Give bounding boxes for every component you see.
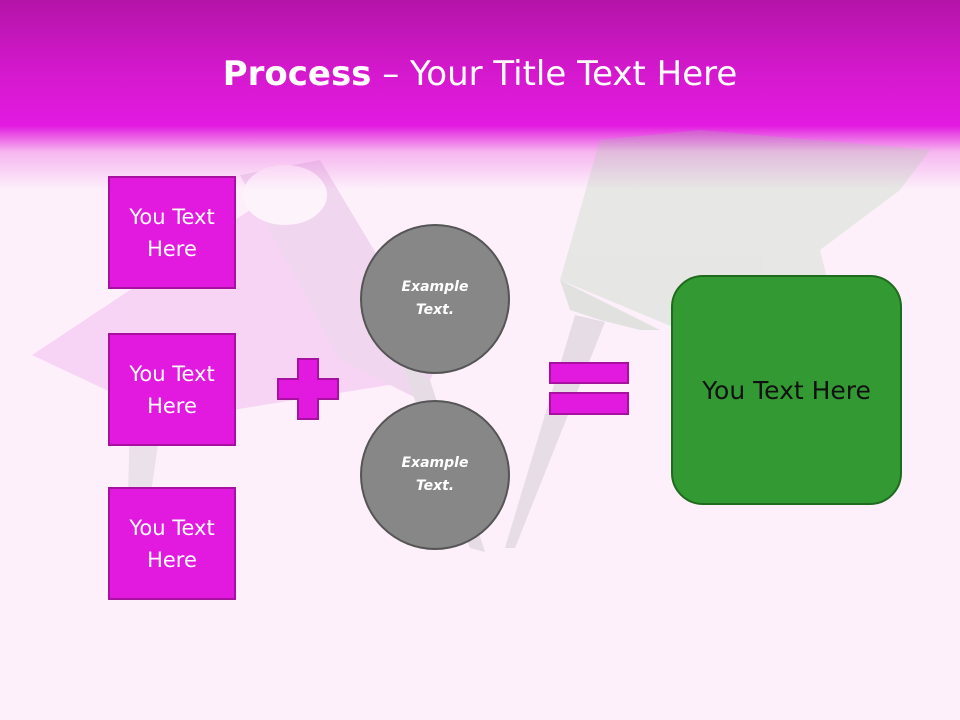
header-band (0, 0, 960, 190)
plus-icon (277, 358, 339, 420)
text-box-3-label: You Text Here (129, 515, 215, 572)
text-box-2[interactable]: You Text Here (108, 333, 236, 446)
page-title: Process – Your Title Text Here (0, 52, 960, 96)
example-circle-1[interactable]: Example Text. (360, 224, 510, 374)
example-circle-1-label: Example Text. (401, 279, 469, 318)
result-box-label: You Text Here (702, 375, 871, 405)
text-box-1[interactable]: You Text Here (108, 176, 236, 289)
text-box-1-label: You Text Here (129, 204, 215, 261)
text-box-3[interactable]: You Text Here (108, 487, 236, 600)
equals-icon (549, 362, 629, 415)
title-rest: – Your Title Text Here (371, 54, 738, 94)
result-box[interactable]: You Text Here (671, 275, 902, 505)
text-box-2-label: You Text Here (129, 361, 215, 418)
title-bold: Process (222, 54, 372, 94)
example-circle-2-label: Example Text. (401, 455, 469, 494)
example-circle-2[interactable]: Example Text. (360, 400, 510, 550)
